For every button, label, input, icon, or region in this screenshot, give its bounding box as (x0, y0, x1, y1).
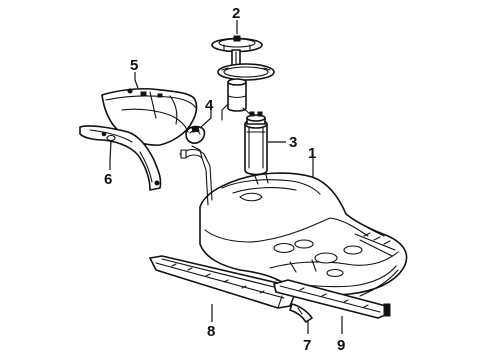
fuel-pump-clip (179, 125, 213, 206)
lower-heat-shield (149, 255, 295, 309)
callout-2: 2 (232, 5, 240, 22)
tank-support-strap (79, 125, 162, 191)
leader-lines (109, 20, 343, 334)
callout-4: 4 (205, 97, 214, 114)
fuel-tank (199, 172, 408, 296)
tank-crossmember (273, 269, 399, 319)
fuel-sending-unit (211, 35, 275, 121)
callout-7: 7 (303, 337, 311, 354)
fuel-pump (244, 111, 268, 176)
callout-labels: 1 2 3 4 5 6 7 8 9 (104, 5, 345, 354)
callout-3: 3 (289, 134, 297, 151)
callout-1: 1 (308, 145, 316, 162)
callout-5: 5 (130, 57, 138, 74)
callout-9: 9 (337, 337, 345, 354)
callout-6: 6 (104, 171, 112, 188)
filler-tube (289, 303, 313, 323)
callout-8: 8 (207, 323, 215, 340)
